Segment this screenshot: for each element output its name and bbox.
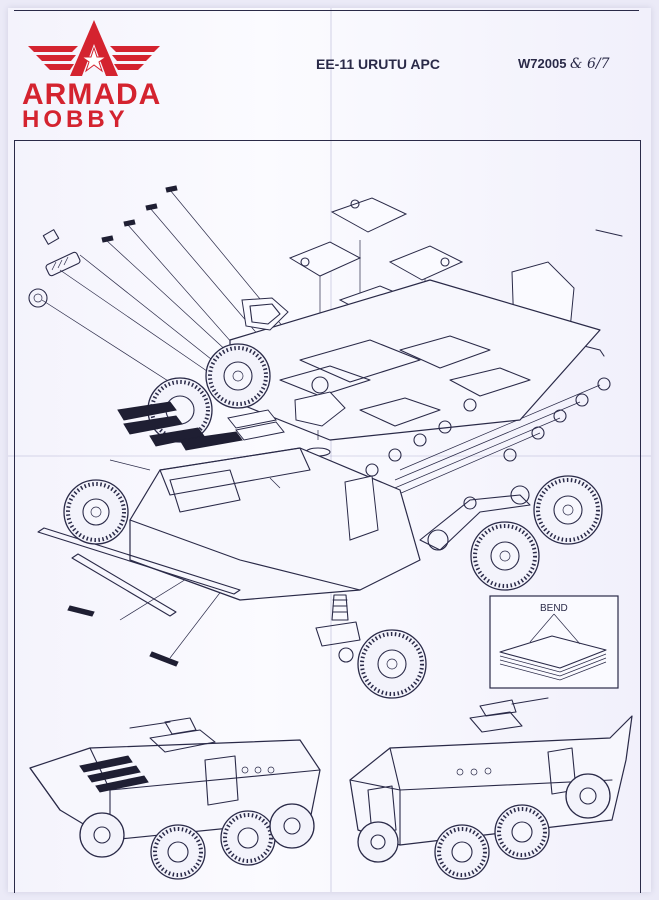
front-suspension-wheel: [315, 594, 427, 699]
diagram-frame: [14, 140, 641, 893]
right-wheels: [470, 475, 603, 591]
fold-crease-vertical: [330, 8, 332, 892]
kit-code-number: W72005: [518, 56, 567, 71]
sheet-top-border: [14, 10, 639, 11]
logo-hobby-text: HOBBY: [22, 106, 129, 133]
kit-code: W72005 & 6/7: [518, 56, 610, 72]
fold-crease-horizontal: [8, 455, 651, 457]
bend-detail-box: [489, 595, 619, 689]
kit-title: EE-11 URUTU APC: [316, 56, 440, 72]
small-parts-cluster: [28, 185, 178, 308]
logo-armada-text: ARMADA: [22, 78, 162, 111]
handwritten-note: & 6/7: [570, 56, 610, 72]
winged-a-emblem: [28, 20, 160, 76]
suspension-parts: [365, 377, 611, 551]
turret-assembly: [241, 297, 346, 457]
lower-hull: [129, 447, 421, 601]
side-skirts: [37, 527, 241, 667]
upper-left-wheels: [147, 343, 271, 443]
exhaust-part: [45, 251, 81, 277]
lower-left-wheel: [63, 479, 129, 545]
black-stowage-blocks: [117, 401, 285, 451]
bend-label: BEND: [540, 603, 568, 614]
headlight-part: [28, 288, 48, 308]
finished-model-left: [29, 717, 321, 880]
finished-model-right: [349, 697, 633, 880]
